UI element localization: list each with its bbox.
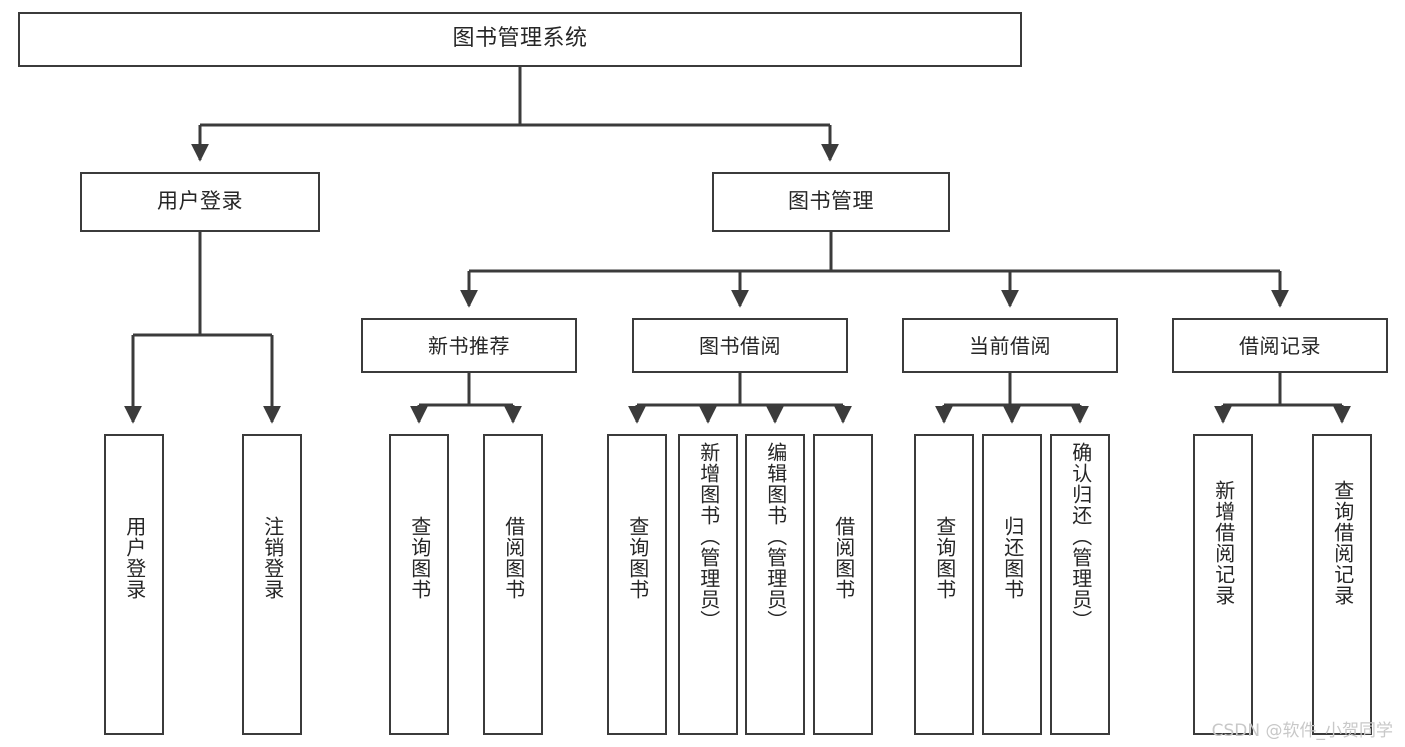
leaf-confirm-return-admin[interactable]: 确认归还（管理员） xyxy=(1050,434,1110,735)
leaf-query-book-borrow[interactable]: 查询图书 xyxy=(607,434,667,735)
node-book-management[interactable]: 图书管理 xyxy=(712,172,950,232)
node-new-book-recommend[interactable]: 新书推荐 xyxy=(361,318,577,373)
node-book-borrow[interactable]: 图书借阅 xyxy=(632,318,848,373)
leaf-logout-login[interactable]: 注销登录 xyxy=(242,434,302,735)
leaf-add-book-admin[interactable]: 新增图书（管理员） xyxy=(678,434,738,735)
node-root-label: 图书管理系统 xyxy=(452,26,588,52)
node-root[interactable]: 图书管理系统 xyxy=(18,12,1022,67)
leaf-query-book-current[interactable]: 查询图书 xyxy=(914,434,974,735)
leaf-borrow-book-recommend[interactable]: 借阅图书 xyxy=(483,434,543,735)
leaf-query-book-recommend-label: 查询图书 xyxy=(407,516,432,600)
node-user-login[interactable]: 用户登录 xyxy=(80,172,320,232)
leaf-query-borrow-record[interactable]: 查询借阅记录 xyxy=(1312,434,1372,735)
leaf-borrow-book[interactable]: 借阅图书 xyxy=(813,434,873,735)
leaf-query-book-current-label: 查询图书 xyxy=(932,516,957,600)
leaf-borrow-book-recommend-label: 借阅图书 xyxy=(501,516,526,600)
node-book-borrow-label: 图书借阅 xyxy=(699,333,781,358)
leaf-return-book[interactable]: 归还图书 xyxy=(982,434,1042,735)
leaf-query-book-borrow-label: 查询图书 xyxy=(625,516,650,600)
leaf-logout-login-label: 注销登录 xyxy=(260,516,285,600)
node-borrow-record[interactable]: 借阅记录 xyxy=(1172,318,1388,373)
node-borrow-record-label: 借阅记录 xyxy=(1239,333,1321,358)
leaf-query-borrow-record-label: 查询借阅记录 xyxy=(1330,480,1355,606)
leaf-add-borrow-record[interactable]: 新增借阅记录 xyxy=(1193,434,1253,735)
leaf-edit-book-admin[interactable]: 编辑图书（管理员） xyxy=(745,434,805,735)
node-current-borrow-label: 当前借阅 xyxy=(969,333,1051,358)
node-current-borrow[interactable]: 当前借阅 xyxy=(902,318,1118,373)
node-book-management-label: 图书管理 xyxy=(788,189,874,214)
leaf-add-book-admin-label: 新增图书（管理员） xyxy=(696,442,721,631)
node-new-book-recommend-label: 新书推荐 xyxy=(428,333,510,358)
leaf-borrow-book-label: 借阅图书 xyxy=(831,516,856,600)
leaf-user-login-label: 用户登录 xyxy=(122,516,147,600)
leaf-user-login[interactable]: 用户登录 xyxy=(104,434,164,735)
leaf-add-borrow-record-label: 新增借阅记录 xyxy=(1211,480,1236,606)
leaf-return-book-label: 归还图书 xyxy=(1000,516,1025,600)
watermark: CSDN @软件_小贺同学 xyxy=(1211,721,1393,741)
node-user-login-label: 用户登录 xyxy=(157,189,243,214)
leaf-confirm-return-admin-label: 确认归还（管理员） xyxy=(1068,442,1093,631)
leaf-edit-book-admin-label: 编辑图书（管理员） xyxy=(763,442,788,631)
leaf-query-book-recommend[interactable]: 查询图书 xyxy=(389,434,449,735)
